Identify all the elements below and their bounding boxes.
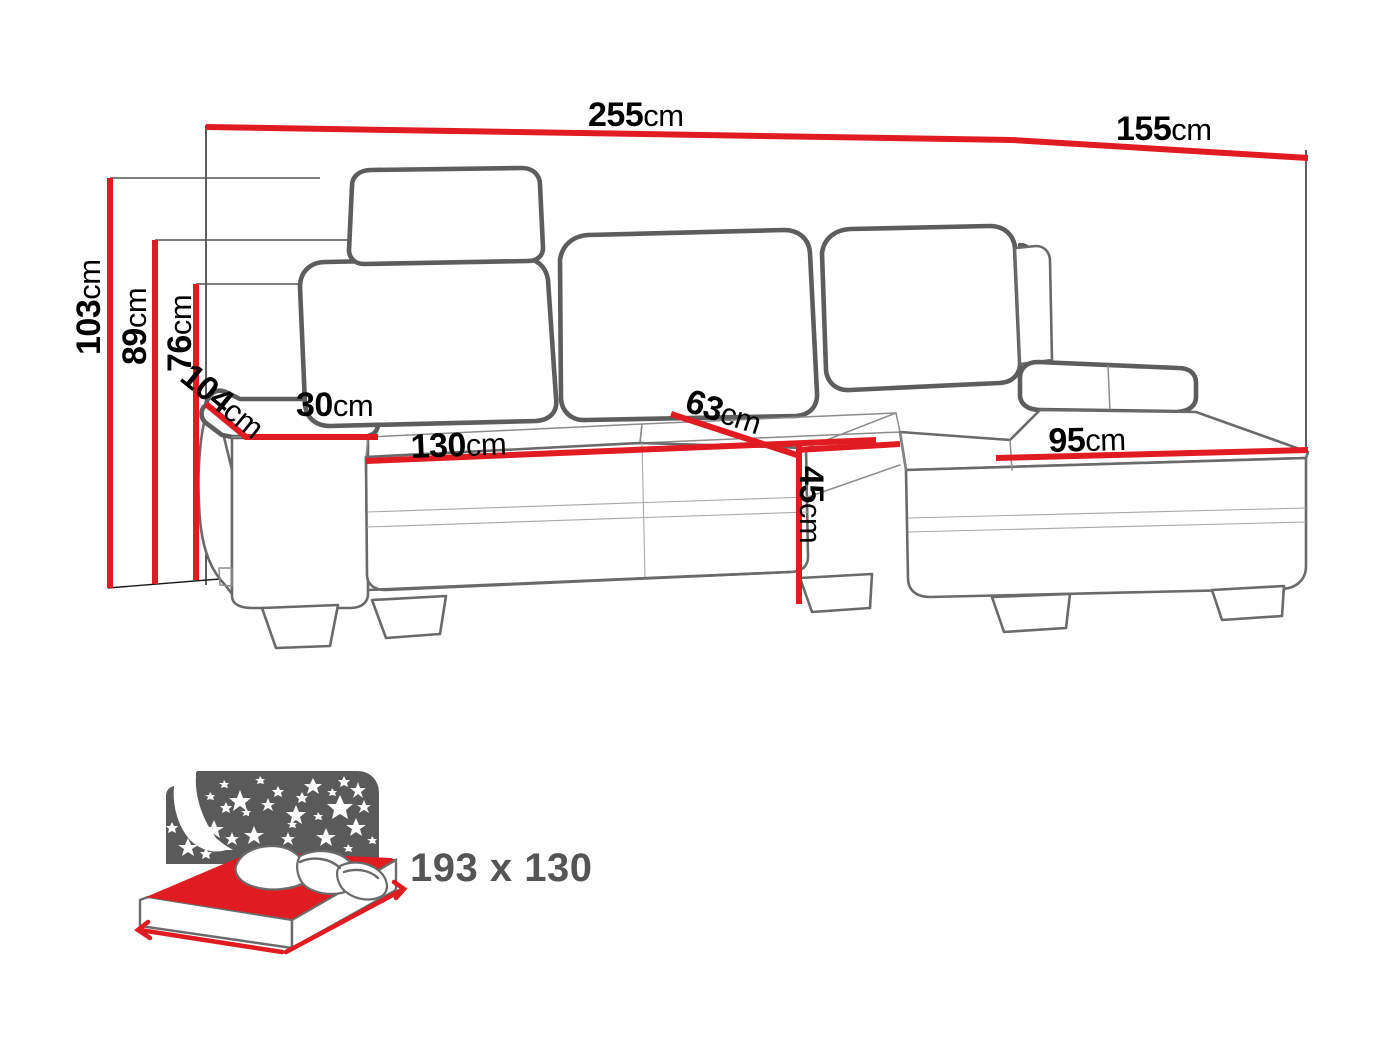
dim-unit-30: cm: [332, 388, 374, 423]
dimline-95: [995, 447, 1309, 461]
dim-value-30: 30: [296, 386, 333, 424]
dim-label-155: 155cm: [1116, 112, 1212, 146]
dim-unit-45: cm: [793, 502, 828, 544]
dim-unit-255: cm: [643, 98, 684, 133]
dim-label-103: 103cm: [70, 259, 108, 355]
sofa-illustration: [197, 165, 1310, 650]
dim-value-95: 95: [1047, 421, 1086, 460]
dimline-255: [205, 124, 1013, 143]
dimline-130: [365, 437, 877, 464]
dim-unit-130: cm: [465, 426, 507, 463]
dim-value-255: 255: [588, 96, 644, 134]
dim-unit-103: cm: [72, 259, 107, 300]
dimline-104-30: [204, 401, 378, 440]
dim-unit-76: cm: [163, 294, 198, 336]
dim-label-95: 95cm: [1047, 421, 1127, 460]
dim-value-103: 103: [70, 299, 108, 355]
dim-unit-89: cm: [118, 287, 153, 329]
dimension-lines: [107, 124, 1309, 604]
dim-unit-155: cm: [1171, 112, 1212, 147]
dimline-155: [1011, 137, 1309, 161]
bed-dimension-label: 193 x 130: [410, 846, 593, 890]
dimline-63: [670, 411, 801, 459]
dim-value-45: 45: [792, 466, 830, 503]
dim-label-89: 89cm: [116, 287, 154, 365]
dim-label-130: 130cm: [409, 425, 507, 466]
dim-label-255: 255cm: [588, 98, 684, 132]
dim-unit-95: cm: [1084, 421, 1127, 459]
dim-value-130: 130: [409, 425, 467, 466]
dimline-130-ext: [795, 441, 901, 453]
dim-label-76: 76cm: [161, 294, 199, 372]
dim-value-155: 155: [1116, 110, 1172, 148]
dim-label-30: 30cm: [296, 386, 374, 424]
dim-label-45: 45cm: [792, 466, 830, 544]
dim-value-89: 89: [116, 328, 154, 365]
